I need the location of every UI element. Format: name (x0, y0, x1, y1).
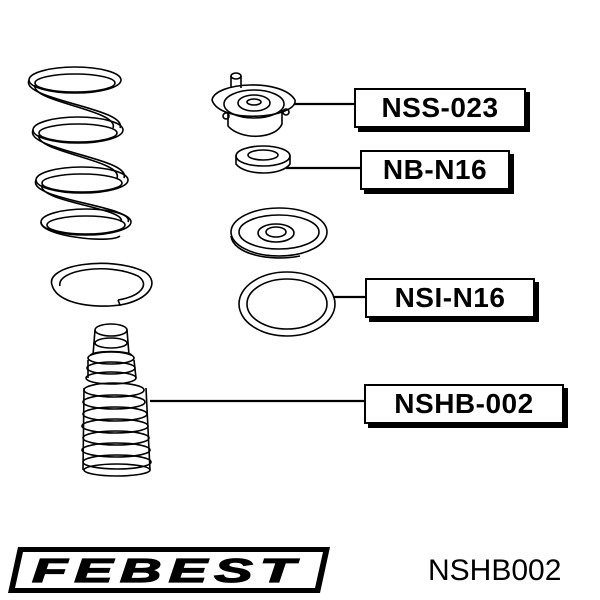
part-label-dust-boot: NSHB-002 (364, 384, 564, 424)
leader-lines (150, 102, 365, 403)
febest-logo: FEBEST (8, 547, 330, 593)
part-number: NSHB002 (428, 554, 562, 587)
part-label-strut-mount: NSS-023 (354, 88, 526, 128)
coil-spring (28, 66, 132, 240)
dust-boot (81, 323, 152, 477)
spring-insulator (238, 271, 336, 337)
strut-bearing (235, 145, 291, 174)
part-label-insulator: NSI-N16 (365, 278, 535, 318)
spring-seat-ring (50, 262, 153, 307)
part-label-bearing: NB-N16 (360, 150, 510, 190)
strut-mount (211, 72, 296, 137)
upper-spring-seat (230, 207, 328, 259)
svg-text:FEBEST: FEBEST (32, 552, 302, 589)
